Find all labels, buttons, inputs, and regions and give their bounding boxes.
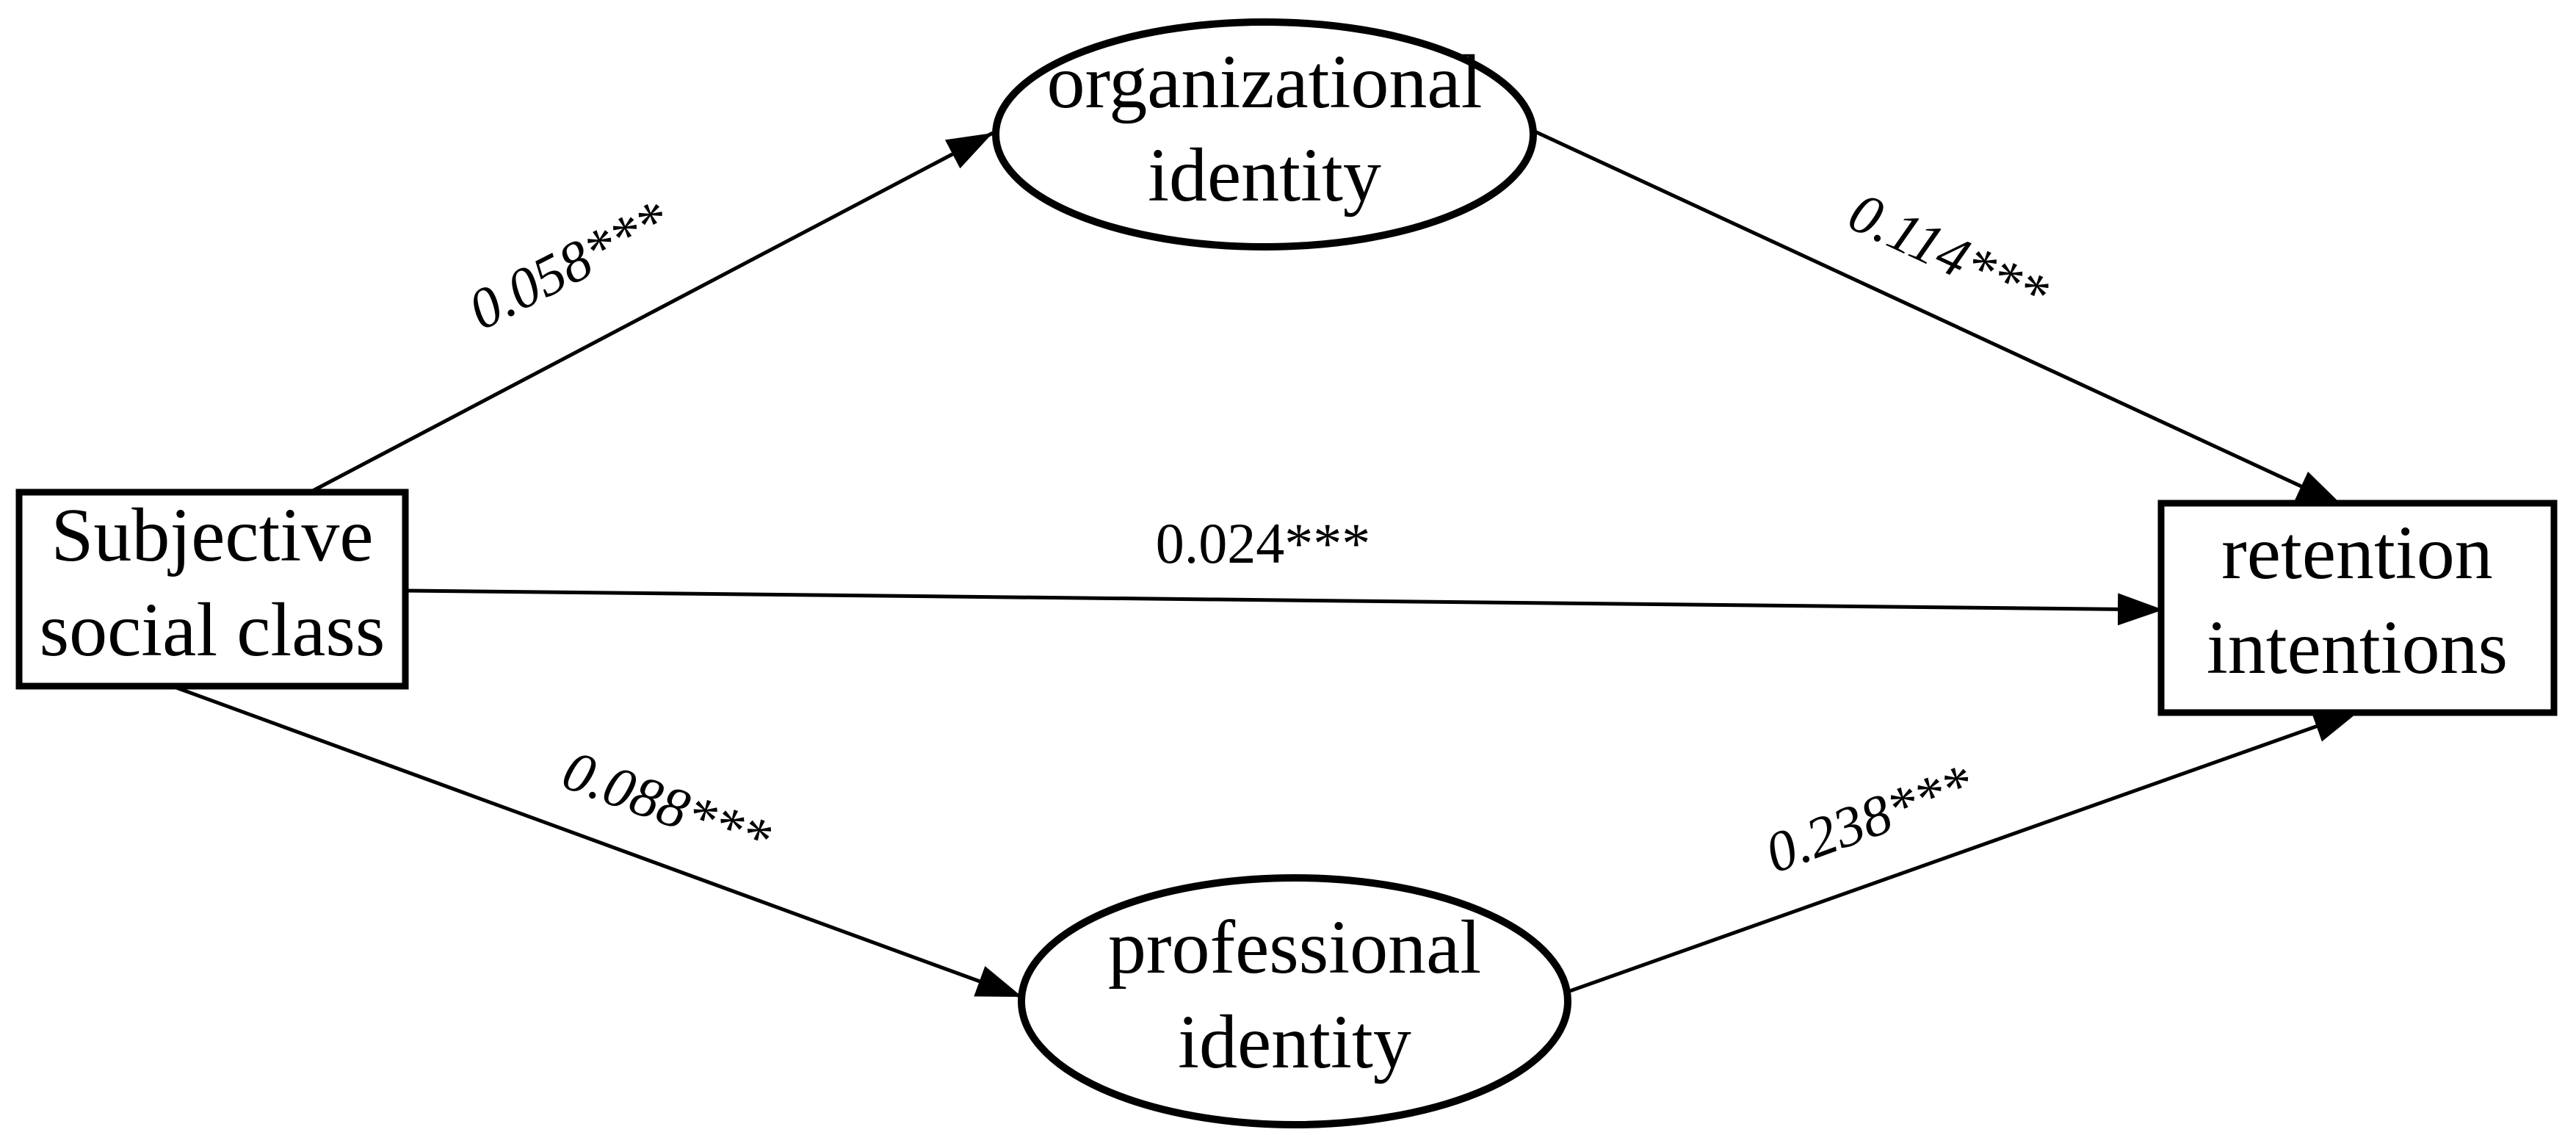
- arrow-ssc-to-retention-direct: [405, 588, 2164, 626]
- coefficient-ssc-to-retention-direct: 0.024***: [1156, 511, 1371, 575]
- retention-intentions-label-line1: retention: [2221, 511, 2493, 595]
- coefficient-ssc-to-professional: 0.088***: [555, 738, 779, 871]
- path-arrows: [176, 129, 2360, 999]
- organizational-identity-label-line1: organizational: [1047, 40, 1483, 124]
- coefficient-professional-to-retention: 0.238***: [1757, 752, 1981, 885]
- subjective-social-class-box: [15, 489, 409, 690]
- node-retention-intentions: retention intentions: [2157, 500, 2558, 716]
- arrow-ssc-to-organizational-identity: [311, 131, 994, 493]
- retention-intentions-label-line2: intentions: [2207, 605, 2508, 690]
- node-organizational-identity: organizational identity: [992, 18, 1537, 251]
- professional-identity-ellipse: [1018, 874, 1571, 1128]
- arrow-organizational-identity-to-retention: [1532, 129, 2344, 508]
- coefficient-ssc-to-organizational: 0.058***: [458, 187, 679, 342]
- node-subjective-social-class: Subjective social class: [15, 489, 409, 690]
- organizational-identity-ellipse: [992, 18, 1537, 251]
- arrow-ssc-to-professional-identity: [176, 685, 1023, 999]
- node-professional-identity: professional identity: [1018, 874, 1571, 1128]
- professional-identity-label-line1: professional: [1108, 905, 1481, 990]
- coefficient-organizational-to-retention: 0.114***: [1839, 179, 2058, 326]
- subjective-social-class-label-line1: Subjective: [51, 493, 373, 577]
- subjective-social-class-label-line2: social class: [40, 588, 386, 672]
- path-coefficient-labels: 0.058*** 0.114*** 0.024*** 0.088*** 0.23…: [458, 179, 2058, 885]
- arrow-professional-identity-to-retention: [1567, 709, 2360, 994]
- professional-identity-label-line2: identity: [1178, 1000, 1411, 1084]
- retention-intentions-box: [2157, 500, 2558, 716]
- organizational-identity-label-line2: identity: [1148, 133, 1381, 217]
